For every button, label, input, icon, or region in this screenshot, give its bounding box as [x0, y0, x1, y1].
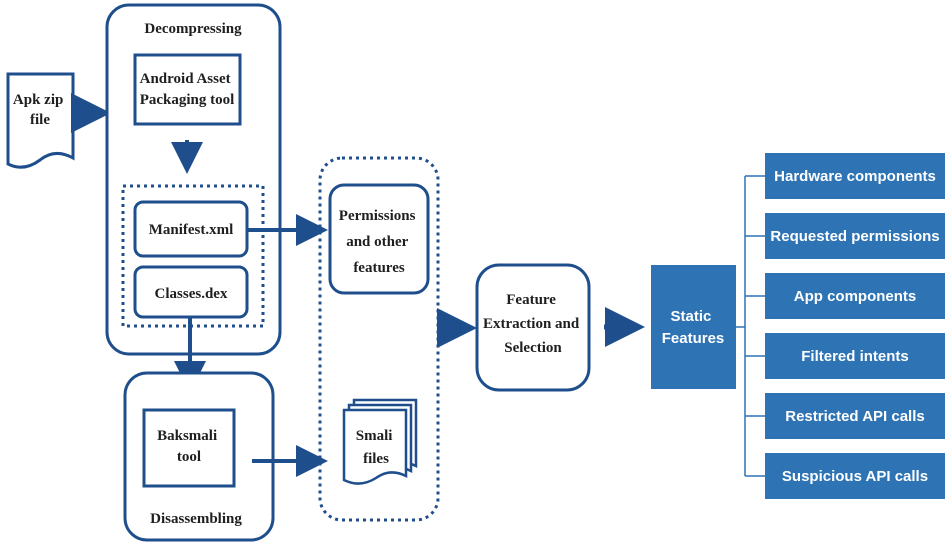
aapt-tool-node: Android Asset Packaging tool	[133, 53, 242, 126]
svg-text:Static Features: Static Features	[662, 308, 725, 347]
static-features-node: Static Features	[651, 265, 736, 389]
svg-text:Android Asset Packagin: Android Asset Packaging tool	[140, 71, 235, 108]
feature-category-label: Filtered intents	[801, 348, 909, 365]
extracted-artifacts-group: Permissions and other features Smali fil…	[318, 156, 440, 522]
feature-extraction-node: Feature Extraction and Selection	[475, 263, 591, 392]
svg-text:Feature Extraction and: Feature Extraction and Selection	[483, 292, 583, 356]
feature-category-filtered-intents: Filtered intents	[765, 333, 945, 379]
classes-label: Classes.dex	[155, 286, 228, 302]
feature-category-label: App components	[794, 288, 917, 305]
permissions-label-line2: and other	[346, 234, 408, 250]
feature-category-hardware-components: Hardware components	[765, 153, 945, 199]
apk-file-label-line1: Apk zip	[13, 92, 63, 108]
svg-text:Baksmali tool: Baksmali tool	[157, 428, 221, 465]
smali-label-line2: files	[363, 451, 389, 467]
baksmali-label-line1: Baksmali	[157, 428, 217, 444]
baksmali-tool-node: Baksmali tool	[142, 408, 236, 488]
feature-category-label: Suspicious API calls	[782, 468, 928, 485]
disassembling-label: Disassembling	[150, 511, 242, 527]
aapt-tool-label-line1: Android Asset	[140, 71, 231, 87]
feature-category-list: Hardware components Requested permission…	[765, 153, 945, 499]
feature-category-connectors	[736, 175, 765, 477]
svg-text:Apk zip file: Apk zip file	[13, 92, 67, 128]
smali-label-line1: Smali	[356, 428, 393, 444]
feature-category-suspicious-api-calls: Suspicious API calls	[765, 453, 945, 499]
manifest-node: Manifest.xml	[133, 200, 249, 258]
feature-category-label: Restricted API calls	[785, 408, 925, 425]
manifest-label: Manifest.xml	[149, 222, 234, 238]
feature-extraction-label-line3: Selection	[504, 340, 562, 356]
permissions-node: Permissions and other features	[328, 183, 430, 295]
feature-category-label: Requested permissions	[770, 228, 939, 245]
svg-text:Smali files: Smali files	[356, 428, 396, 467]
feature-extraction-label-line2: Extraction and	[483, 316, 580, 332]
permissions-label-line3: features	[353, 260, 405, 276]
feature-category-label: Hardware components	[774, 168, 936, 185]
classes-node: Classes.dex	[133, 265, 249, 319]
apk-file-label-line2: file	[30, 112, 50, 128]
smali-files-node: Smali files	[342, 398, 418, 485]
aapt-tool-label-line2: Packaging tool	[140, 92, 235, 108]
svg-text:Permissions and other: Permissions and other features	[339, 208, 419, 276]
permissions-label-line1: Permissions	[339, 208, 416, 224]
static-features-label-line1: Static	[670, 308, 711, 325]
feature-category-requested-permissions: Requested permissions	[765, 213, 945, 259]
apk-file-node: Apk zip file	[6, 72, 75, 169]
feature-category-restricted-api-calls: Restricted API calls	[765, 393, 945, 439]
feature-category-app-components: App components	[765, 273, 945, 319]
disassembling-group: Baksmali tool Disassembling	[123, 371, 275, 542]
baksmali-label-line2: tool	[177, 449, 201, 465]
decompressing-label: Decompressing	[144, 21, 242, 37]
decompressing-group: Decompressing Android Asset Packaging to…	[105, 3, 282, 356]
static-features-label-line2: Features	[662, 330, 725, 347]
decompressed-outputs-frame	[121, 184, 265, 328]
feature-extraction-label-line1: Feature	[506, 292, 556, 308]
